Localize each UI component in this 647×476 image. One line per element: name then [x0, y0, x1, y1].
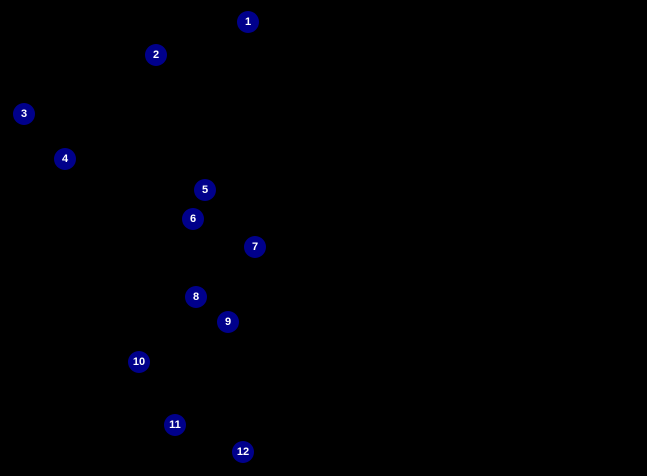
marker-5[interactable]: 5 — [194, 179, 216, 201]
marker-9[interactable]: 9 — [217, 311, 239, 333]
marker-11[interactable]: 11 — [164, 414, 186, 436]
marker-10[interactable]: 10 — [128, 351, 150, 373]
marker-4[interactable]: 4 — [54, 148, 76, 170]
marker-6[interactable]: 6 — [182, 208, 204, 230]
marker-8[interactable]: 8 — [185, 286, 207, 308]
marker-7[interactable]: 7 — [244, 236, 266, 258]
marker-3[interactable]: 3 — [13, 103, 35, 125]
marker-12[interactable]: 12 — [232, 441, 254, 463]
marker-1[interactable]: 1 — [237, 11, 259, 33]
marker-2[interactable]: 2 — [145, 44, 167, 66]
